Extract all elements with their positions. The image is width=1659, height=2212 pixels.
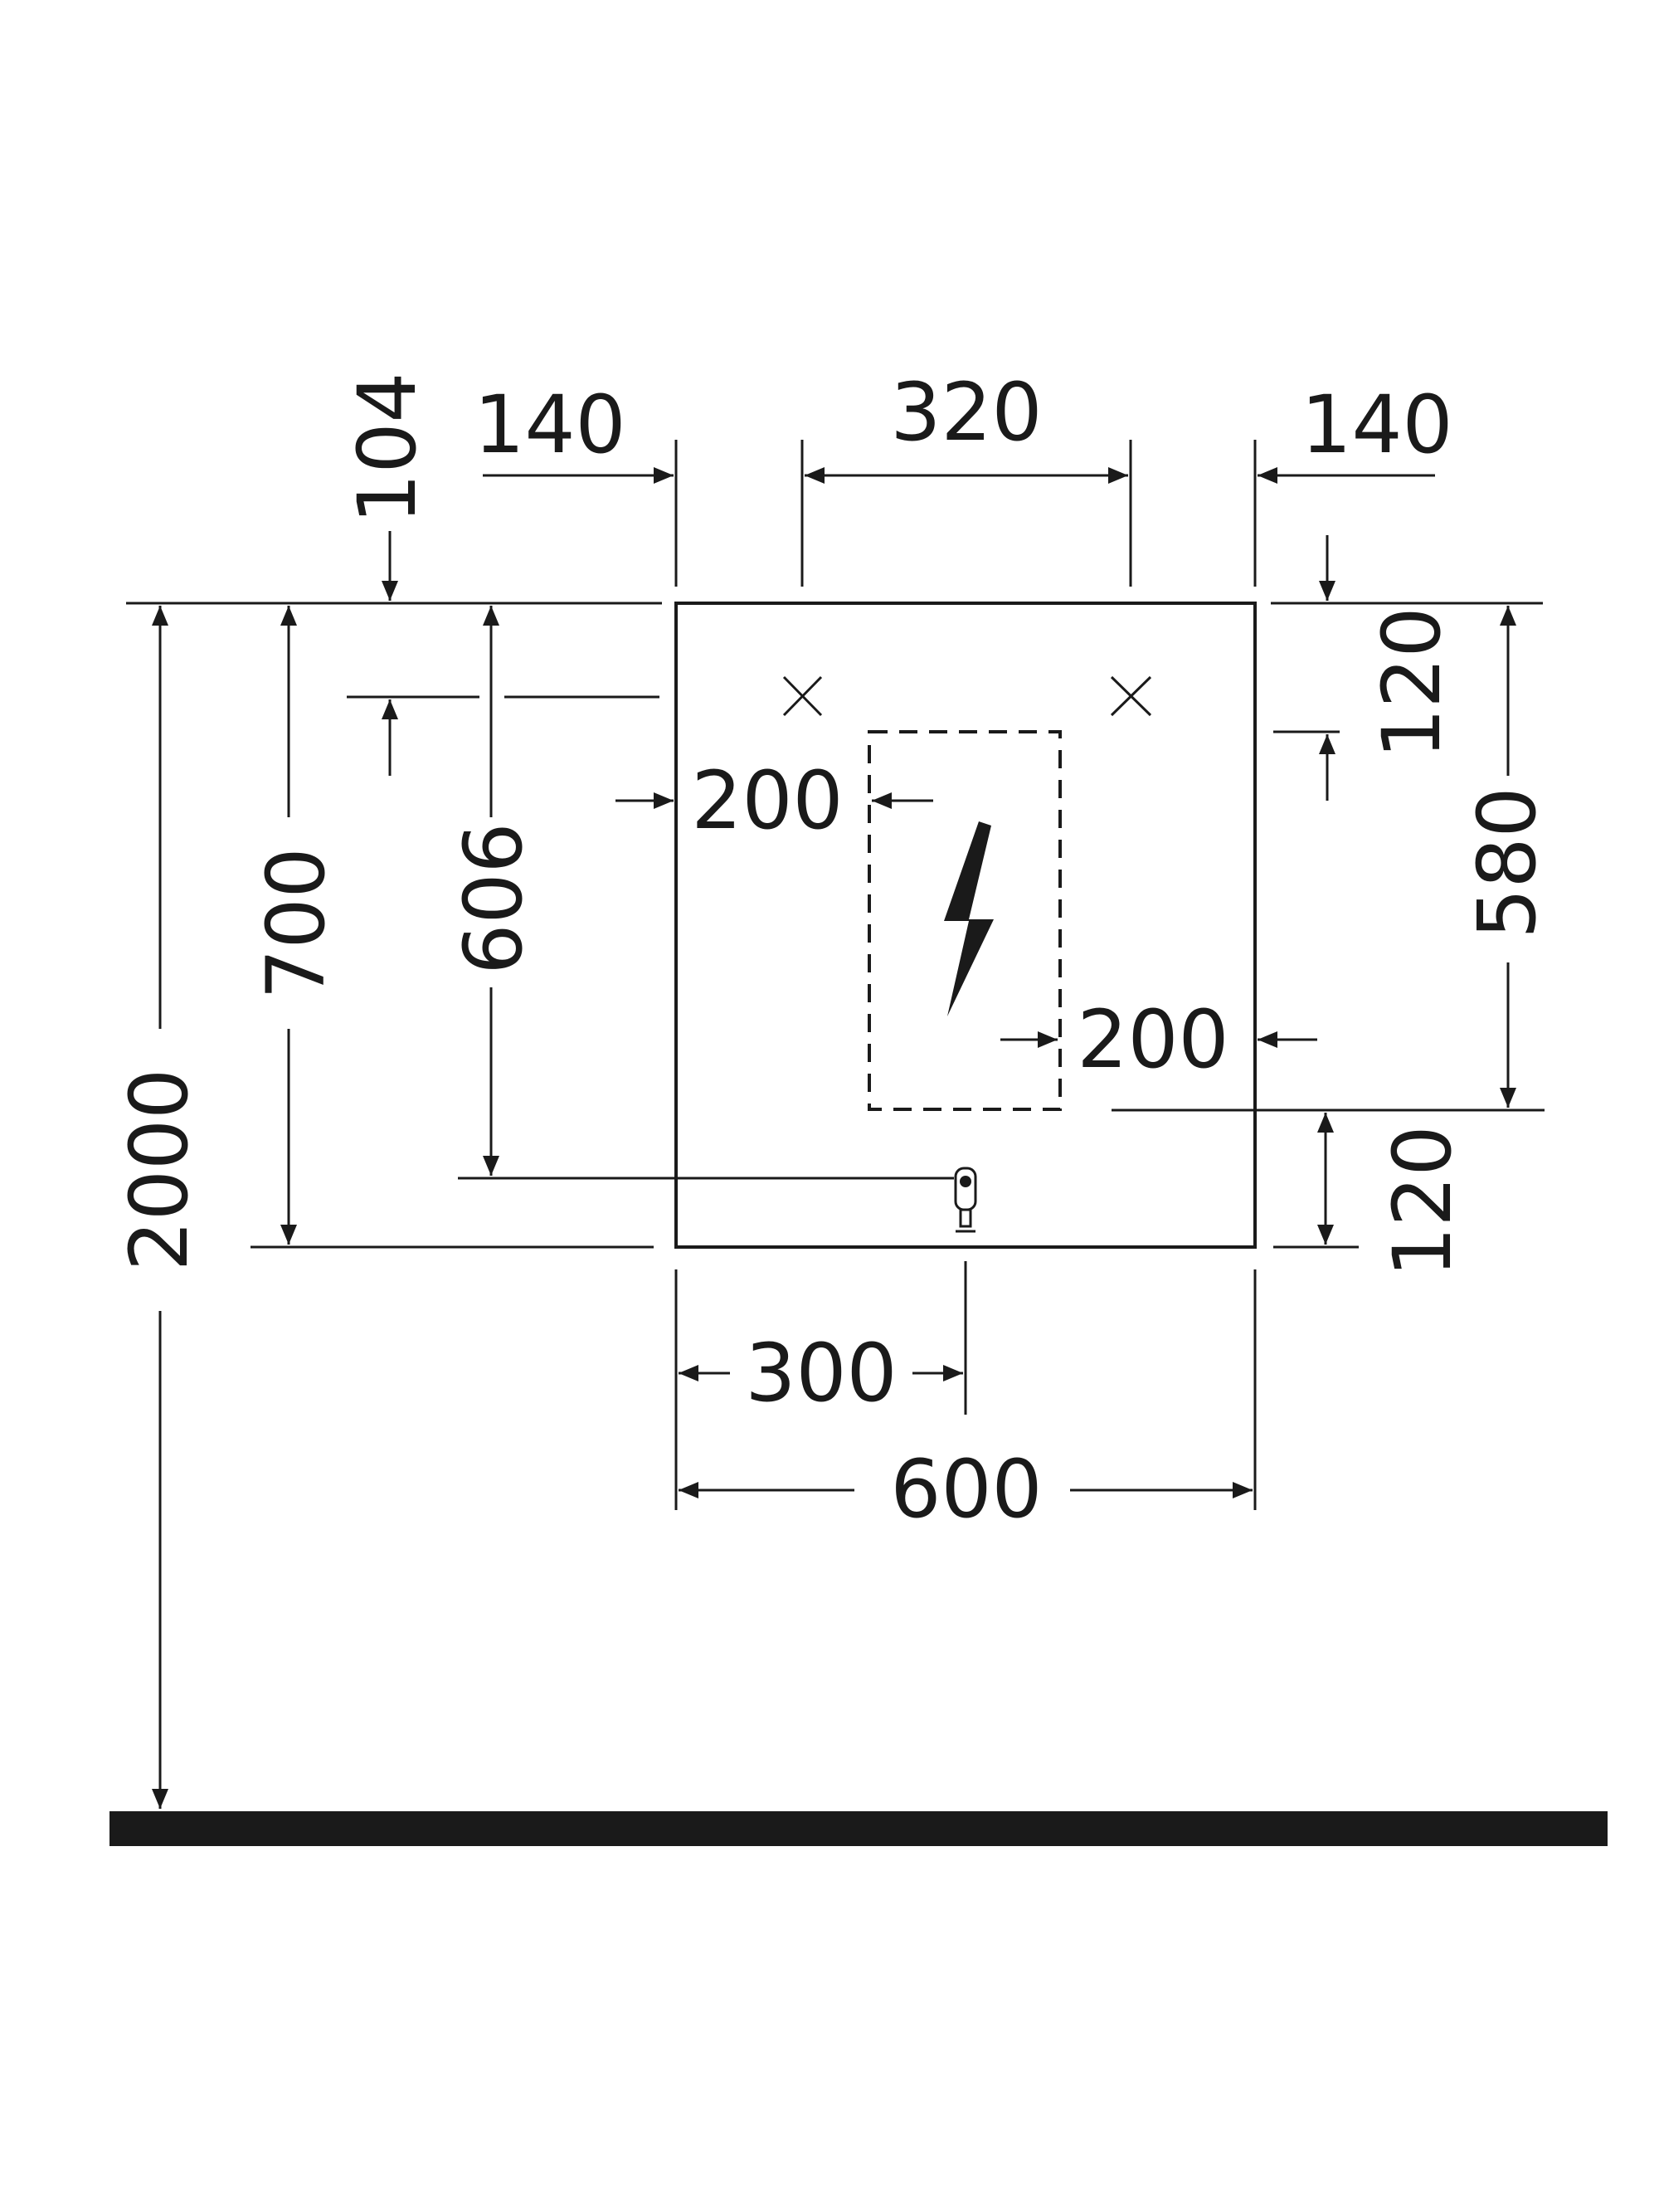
extension-lines bbox=[126, 440, 1545, 1510]
dim-140-top-right: 140 bbox=[1301, 378, 1452, 471]
dim-140-top-left: 140 bbox=[474, 378, 625, 471]
mounting-point-left-icon bbox=[782, 675, 823, 717]
dim-2000: 2000 bbox=[113, 1069, 206, 1271]
water-outlet-icon bbox=[954, 1167, 977, 1233]
dim-580: 580 bbox=[1461, 787, 1554, 938]
dim-300-bottom: 300 bbox=[745, 1327, 897, 1420]
mirror-outline bbox=[674, 602, 1257, 1249]
floor-line bbox=[109, 1811, 1608, 1846]
dim-200-inner-right: 200 bbox=[1077, 993, 1228, 1086]
electrical-zone-outline bbox=[868, 730, 1062, 1111]
dimension-labels: 140 320 140 104 2000 700 606 120 580 120… bbox=[113, 366, 1554, 1536]
dim-606: 606 bbox=[447, 822, 540, 974]
dim-700: 700 bbox=[250, 847, 343, 999]
dim-120-right-top: 120 bbox=[1365, 607, 1458, 758]
dim-104: 104 bbox=[341, 372, 434, 524]
dim-120-right-bottom: 120 bbox=[1376, 1125, 1469, 1277]
dim-200-inner-left: 200 bbox=[691, 754, 843, 847]
dim-320-top-center: 320 bbox=[890, 366, 1042, 459]
lightning-icon bbox=[944, 821, 994, 1016]
mounting-point-right-icon bbox=[1110, 675, 1152, 717]
dim-600-bottom: 600 bbox=[890, 1443, 1042, 1536]
dimension-lines bbox=[152, 467, 1516, 1809]
